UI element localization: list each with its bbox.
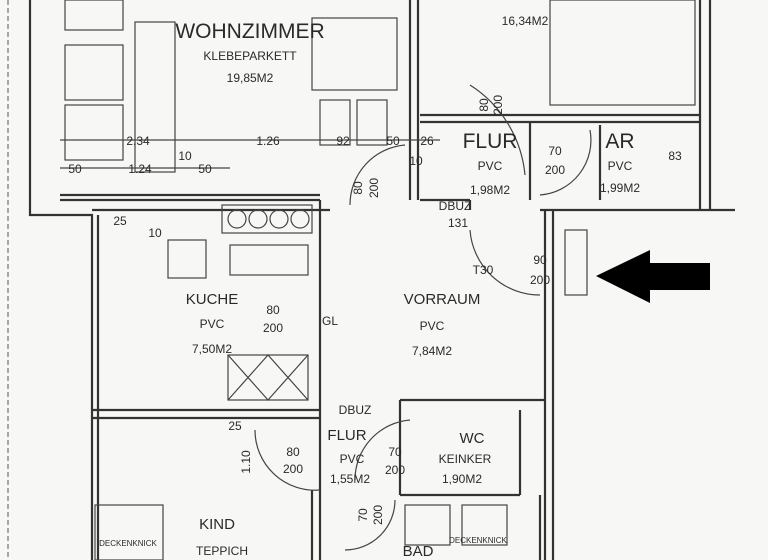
room-kuche-floor: PVC xyxy=(200,317,225,331)
svg-text:200: 200 xyxy=(367,178,381,198)
t30-label: T30 xyxy=(473,263,494,277)
room-wohnzimmer-floor: KLEBEPARKETT xyxy=(203,49,297,63)
svg-text:200: 200 xyxy=(263,321,283,335)
svg-text:200: 200 xyxy=(530,273,550,287)
svg-text:70: 70 xyxy=(548,144,562,158)
dim-131-label: 131 xyxy=(448,216,468,230)
dim-label: 83 xyxy=(668,149,682,163)
svg-text:80: 80 xyxy=(266,303,280,317)
dim-label: 10 xyxy=(409,154,423,168)
dim-label: 10 xyxy=(148,226,162,240)
dim-label: 50 xyxy=(68,162,82,176)
door-ar: 70 200 xyxy=(545,144,565,177)
svg-text:80: 80 xyxy=(477,98,491,112)
door-top-flur: 80 200 xyxy=(477,95,505,115)
room-flur-bottom-name: FLUR xyxy=(327,427,366,444)
room-flur-top-area: 1,98M2 xyxy=(470,183,510,197)
dbuz-top-label: DBUZ xyxy=(439,199,472,213)
dim-label: 26 xyxy=(420,134,434,148)
room-vorraum-name: VORRAUM xyxy=(404,291,481,308)
room-bad-name: BAD xyxy=(403,543,434,560)
arrow-left-icon xyxy=(596,250,710,303)
gl-label: GL xyxy=(322,314,338,328)
dim-label: 2.34 xyxy=(126,134,150,148)
svg-text:200: 200 xyxy=(545,163,565,177)
room-wohnzimmer-area: 19,85M2 xyxy=(227,71,274,85)
dim-label: 1.10 xyxy=(239,450,253,474)
room-top-area: 16,34M2 xyxy=(502,14,549,28)
svg-text:70: 70 xyxy=(356,508,370,522)
room-flur-bottom-floor: PVC xyxy=(340,452,365,466)
walls xyxy=(7,0,735,560)
room-flur-top-floor: PVC xyxy=(478,159,503,173)
room-wohnzimmer-name: WOHNZIMMER xyxy=(175,20,324,43)
svg-text:200: 200 xyxy=(371,505,385,525)
deckenknick-left-label: DECKENKNICK xyxy=(99,539,157,548)
svg-text:90: 90 xyxy=(533,253,547,267)
room-kind-name: KIND xyxy=(199,516,235,533)
door-kind: 80 200 xyxy=(283,445,303,476)
svg-text:80: 80 xyxy=(351,181,365,195)
dim-label: 50 xyxy=(198,162,212,176)
room-kuche-area: 7,50M2 xyxy=(192,342,232,356)
svg-text:80: 80 xyxy=(286,445,300,459)
svg-text:200: 200 xyxy=(491,95,505,115)
room-kuche-name: KUCHE xyxy=(186,291,239,308)
svg-text:200: 200 xyxy=(283,462,303,476)
door-entry: 90 200 xyxy=(530,253,550,287)
door-wc: 70 200 xyxy=(385,445,405,477)
door-wohn-flur: 80 200 xyxy=(351,178,381,198)
room-flur-top-name: FLUR xyxy=(463,130,518,153)
dim-label: 92 xyxy=(336,134,350,148)
dim-label: 50 xyxy=(386,134,400,148)
door-kuche: 80 200 xyxy=(263,303,283,335)
room-vorraum-floor: PVC xyxy=(420,319,445,333)
dim-label: 25 xyxy=(228,419,242,433)
room-wc-name: WC xyxy=(460,430,485,447)
dbuz-bottom-label: DBUZ xyxy=(339,403,372,417)
dim-label: 1.26 xyxy=(256,134,280,148)
dim-label: 10 xyxy=(178,149,192,163)
room-flur-bottom-area: 1,55M2 xyxy=(330,472,370,486)
room-wc-area: 1,90M2 xyxy=(442,472,482,486)
room-ar-area: 1,99M2 xyxy=(600,181,640,195)
dim-label: 1.24 xyxy=(128,162,152,176)
svg-text:70: 70 xyxy=(388,445,402,459)
furniture xyxy=(64,0,696,560)
dim-label: 25 xyxy=(113,214,127,228)
dimension-lines xyxy=(60,139,440,169)
svg-text:200: 200 xyxy=(385,463,405,477)
door-bad: 70 200 xyxy=(356,505,385,525)
room-kind-floor: TEPPICH xyxy=(196,544,248,558)
room-vorraum-area: 7,84M2 xyxy=(412,344,452,358)
door-swings xyxy=(254,84,592,551)
deckenknick-right-label: DECKENKNICK xyxy=(449,536,507,545)
room-ar-name: AR xyxy=(605,130,634,153)
room-wc-floor: KEINKER xyxy=(439,452,492,466)
room-ar-floor: PVC xyxy=(608,159,633,173)
